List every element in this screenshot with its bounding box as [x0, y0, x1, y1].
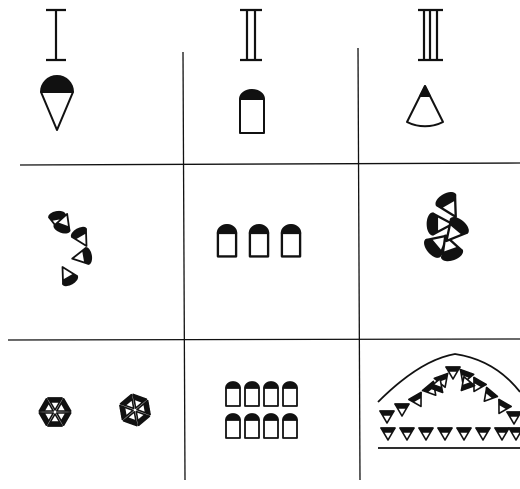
grid-divider-vertical-2: [358, 48, 360, 480]
grid-divider-vertical-1: [183, 52, 185, 480]
cell-I-3-rosette-left: [39, 398, 70, 426]
column-header-III: [418, 10, 443, 60]
grid-divider-horizontal-2: [8, 339, 520, 340]
cell-III-1-wedge-symbol: [407, 86, 443, 126]
cell-III-2-wedge-cluster: [422, 190, 470, 262]
cell-III-3-arched-composition: [378, 354, 520, 448]
cell-II-1-pillar-symbol: [240, 90, 264, 133]
cell-II-2-pillar-row: [218, 225, 300, 256]
column-header-II: [240, 10, 262, 60]
cell-II-3-pillar-grid: [226, 382, 297, 438]
cell-I-1-cone-symbol: [41, 76, 73, 130]
column-header-I: [46, 10, 66, 60]
cell-I-3-rosette-right: [120, 394, 150, 425]
grid-divider-horizontal-1: [20, 163, 520, 165]
cell-I-2-scattered-cones: [48, 211, 93, 288]
